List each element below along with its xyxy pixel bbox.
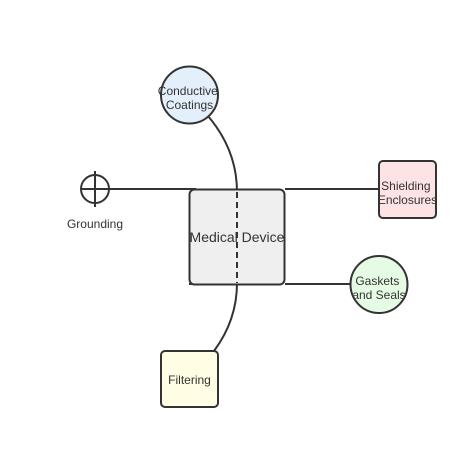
conductive-coatings-node[interactable]: Conductive Coatings: [158, 65, 221, 125]
gaskets-and-seals-node[interactable]: Gaskets and Seals: [349, 255, 409, 314]
conductive-coatings-label-line-2: Coatings: [166, 98, 213, 112]
gaskets-and-seals-label-line-2: and Seals: [352, 288, 405, 302]
gaskets-and-seals-label-line-1: Gaskets: [355, 274, 399, 288]
gaskets-and-seals-label: Gaskets and Seals: [352, 274, 405, 302]
filtering-box: [160, 350, 219, 408]
shielding-enclosures-label: Shielding Enclosures: [378, 179, 437, 207]
medical-device-label: Medical Device: [190, 229, 285, 245]
medical-device-node[interactable]: Medical Device: [188, 188, 286, 286]
conductive-coatings-label: Conductive Coatings: [158, 84, 221, 112]
grounding-label: Grounding: [67, 217, 123, 231]
ground-symbol-icon: [80, 171, 110, 207]
conductive-coatings-label-line-1: Conductive: [158, 84, 218, 98]
filtering-label: Filtering: [168, 373, 211, 387]
edges: [109, 115, 379, 352]
filtering-node[interactable]: Filtering: [160, 350, 219, 408]
shielding-enclosures-box: [378, 160, 437, 219]
edge-coatings-to-device: [207, 115, 238, 193]
shielding-enclosures-label-line-2: Enclosures: [378, 193, 437, 207]
conductive-coatings-circle: [160, 65, 219, 125]
shielding-enclosures-label-line-1: Shielding: [381, 179, 430, 193]
grounding-node[interactable]: Grounding: [67, 171, 123, 231]
edge-device-to-filtering: [213, 282, 238, 352]
gaskets-and-seals-circle: [349, 255, 409, 314]
shielding-enclosures-node[interactable]: Shielding Enclosures: [378, 160, 437, 219]
